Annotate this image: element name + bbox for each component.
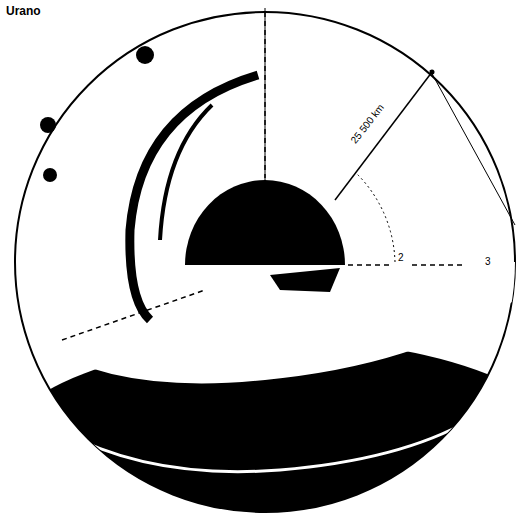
axis-line [264,12,266,178]
angle-arc [355,172,395,262]
radius-line [412,264,462,266]
radius-line [348,264,390,266]
radius-line [335,72,432,200]
cloud-band [136,46,154,64]
shadow-edge [60,420,470,472]
title: Urano [6,5,41,17]
radius-line [62,290,205,340]
cloud-band [40,117,56,133]
core [185,180,345,265]
cloud-band [43,168,57,182]
core [270,268,340,292]
callout-number: 2 [396,252,406,264]
cut-edge [430,70,515,225]
cut-plane [40,262,515,383]
radius-end [430,70,435,75]
callout-number: 3 [483,256,493,268]
